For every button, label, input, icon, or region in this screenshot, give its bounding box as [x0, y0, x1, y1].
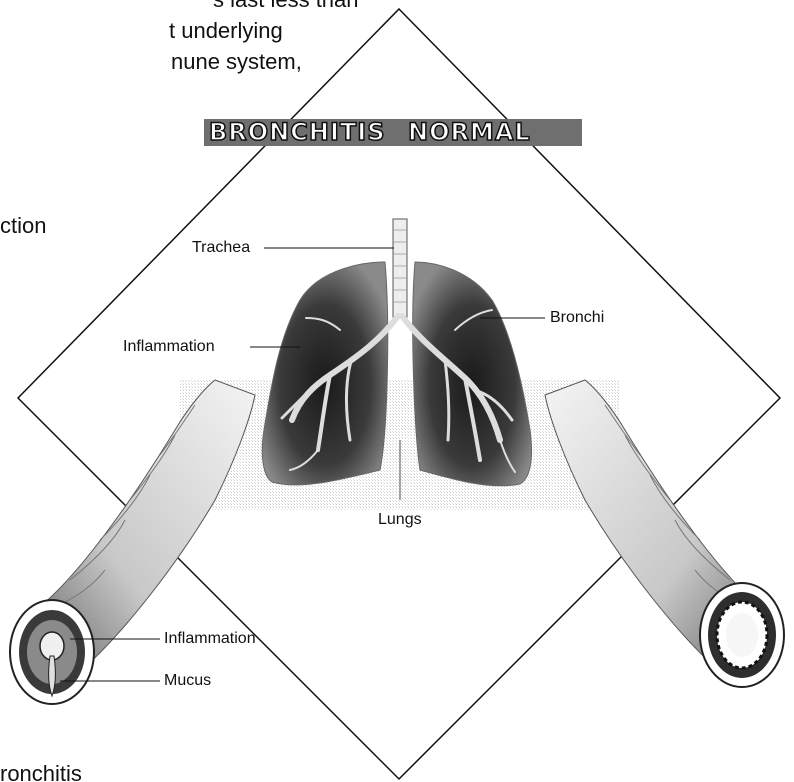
label-lungs: Lungs	[378, 510, 422, 530]
right-lung	[413, 262, 532, 486]
label-mucus: Mucus	[164, 671, 211, 691]
title-normal: NORMAL	[408, 117, 531, 147]
label-inflammation-tube: Inflammation	[164, 629, 256, 649]
title-bronchitis: BRONCHITIS	[209, 117, 385, 147]
normal-bronchus-tube	[545, 380, 784, 687]
inflamed-bronchus-tube	[10, 380, 255, 704]
label-trachea: Trachea	[192, 238, 250, 258]
label-inflammation-lungs: Inflammation	[123, 337, 215, 357]
left-lung	[262, 262, 387, 485]
label-bronchi: Bronchi	[550, 308, 604, 328]
